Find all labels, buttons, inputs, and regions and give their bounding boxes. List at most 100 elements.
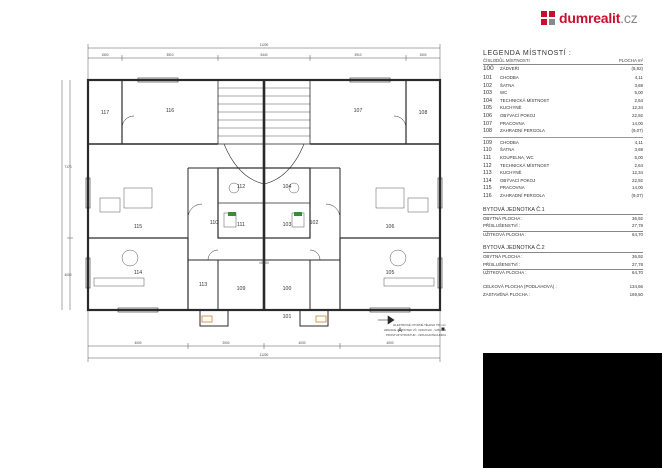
room-name: OBÝVACÍ POKOJ: [500, 112, 536, 118]
plan-note: HRANICE JEDNOTEK VČ. VZDUCHU - VZDUCH: [384, 327, 446, 332]
dimension-total: 11200: [260, 43, 269, 47]
room-number-label: 113: [199, 282, 207, 288]
summary-row: OBYTNÁ PLOCHA : 36,92: [483, 254, 643, 262]
room-number-label: 112: [237, 184, 245, 190]
room-number: 100: [483, 65, 494, 72]
room-area: 2,64: [634, 97, 643, 103]
room-area: 22,92: [632, 112, 643, 118]
summary-row: CELKOVÁ PLOCHA (PODLAHOVÁ) : 134,66: [483, 284, 643, 292]
summary-label: OBYTNÁ PLOCHA :: [483, 254, 523, 260]
legend-row: 101 CHODBA 4,11: [483, 75, 643, 83]
room-area: (5,92): [631, 66, 643, 71]
unit1-title: BYTOVÁ JEDNOTKA Č.1: [483, 207, 643, 215]
dimension-top: 1500: [101, 53, 108, 57]
room-area: 14,00: [632, 120, 643, 126]
room-name: CHODBA: [500, 75, 519, 80]
room-number: 108: [483, 128, 492, 135]
room-area: 4,11: [634, 75, 643, 80]
room-area: 12,34: [632, 105, 643, 111]
legend-head-name: DŮL MÍSTNOSTI: [496, 58, 530, 63]
dimension-bottom: 4000: [386, 341, 393, 345]
room-area: 3,69: [634, 82, 643, 88]
room-number: 101: [483, 75, 492, 81]
room-number-label: 102: [310, 220, 319, 226]
room-name: PRACOVNA: [500, 185, 525, 191]
legend-head-area: PLOCHA m²: [618, 58, 643, 63]
room-number: 105: [483, 105, 492, 112]
room-number-label: 117: [101, 110, 109, 116]
room-area: 4,11: [634, 139, 643, 145]
room-name: TECHNICKÁ MÍSTNOST: [500, 97, 550, 103]
room-number-label: 105: [386, 270, 395, 276]
summary-value: 36,92: [632, 254, 643, 260]
summary-value: 36,92: [632, 215, 643, 221]
room-area: 14,00: [632, 185, 643, 191]
legend-row: 103 WC 5,00: [483, 90, 643, 98]
dimension-top: 5440: [260, 53, 267, 57]
legend-separator: [483, 136, 643, 138]
green-marker-2: [294, 212, 302, 216]
room-name: ŠATNA: [500, 147, 515, 153]
room-area: (9,07): [631, 192, 643, 198]
summary-label: OBYTNÁ PLOCHA :: [483, 215, 523, 221]
room-name: KUCHYNĚ: [500, 105, 522, 111]
room-name: PRACOVNA: [500, 120, 525, 126]
room-name: CHODBA: [500, 139, 519, 145]
section-marker-a: A: [398, 328, 402, 334]
room-number: 112: [483, 162, 492, 169]
room-area: 5,00: [634, 90, 643, 96]
plan-note: ELEKTRICKÉ OTOPNÉ TĚLESO 750 mm: [393, 322, 446, 327]
room-number: 113: [483, 170, 492, 177]
room-number-label: 104: [283, 184, 292, 190]
summary-label: UŽITKOVÁ PLOCHA :: [483, 231, 527, 237]
room-number: 103: [483, 90, 492, 97]
room-number-label: 108: [419, 110, 428, 116]
room-legend: LEGENDA MÍSTNOSTÍ : ČÍSLO DŮL MÍSTNOSTI …: [483, 50, 643, 299]
room-number-label: 106: [386, 224, 395, 230]
level-marker: ±0,000: [259, 261, 269, 265]
legend-title: LEGENDA MÍSTNOSTÍ :: [483, 50, 572, 57]
dimension-top: 3910: [354, 53, 361, 57]
room-number-label: 109: [237, 286, 246, 292]
room-area: 22,92: [632, 177, 643, 183]
room-area: 3,69: [634, 147, 643, 153]
dimension-side: 7170: [64, 165, 71, 169]
dumrealit-logo[interactable]: dumrealit.cz: [541, 6, 638, 30]
dimension-top: 1500: [419, 53, 426, 57]
room-name: ŠATNA: [500, 82, 515, 88]
room-name: KUCHYNĚ: [500, 170, 522, 176]
dimension-bottom: 4000: [134, 341, 141, 345]
logo-text: dumrealit.cz: [559, 10, 638, 26]
room-number-label: 103: [283, 222, 292, 228]
summary-value: 169,50: [629, 291, 643, 297]
unit2-title: BYTOVÁ JEDNOTKA Č.2: [483, 245, 643, 254]
room-name: ZAHRADNÍ PERGOLA: [500, 128, 545, 134]
dimension-bottom: 4030: [298, 341, 305, 345]
logo-mark-icon: [541, 10, 556, 26]
plan-note: PROSTUP STRUKTUR - VZDUCHOTECHNIKA: [386, 333, 446, 337]
room-name: TECHNICKÁ MÍSTNOST: [500, 162, 550, 168]
room-area: 5,00: [634, 154, 643, 160]
summary-value: 134,66: [629, 284, 643, 290]
dimension-bottom: 2000: [222, 341, 229, 345]
room-number: 110: [483, 147, 492, 154]
room-name: ZAHRADNÍ PERGOLA: [500, 192, 545, 198]
summary-label: ZASTAVĚNÁ PLOCHA :: [483, 291, 530, 297]
tech-box-orange-2: [315, 315, 327, 323]
legend-row: 110 ŠATNA 3,69: [483, 147, 643, 155]
room-number-label: 110: [210, 220, 218, 226]
summary-label: CELKOVÁ PLOCHA (PODLAHOVÁ) :: [483, 284, 557, 290]
dimension-total-bottom: 11200: [260, 353, 269, 357]
room-name: WC: [500, 90, 508, 96]
summary-row: PŘÍSLUŠENSTVÍ :27,78: [483, 223, 643, 231]
